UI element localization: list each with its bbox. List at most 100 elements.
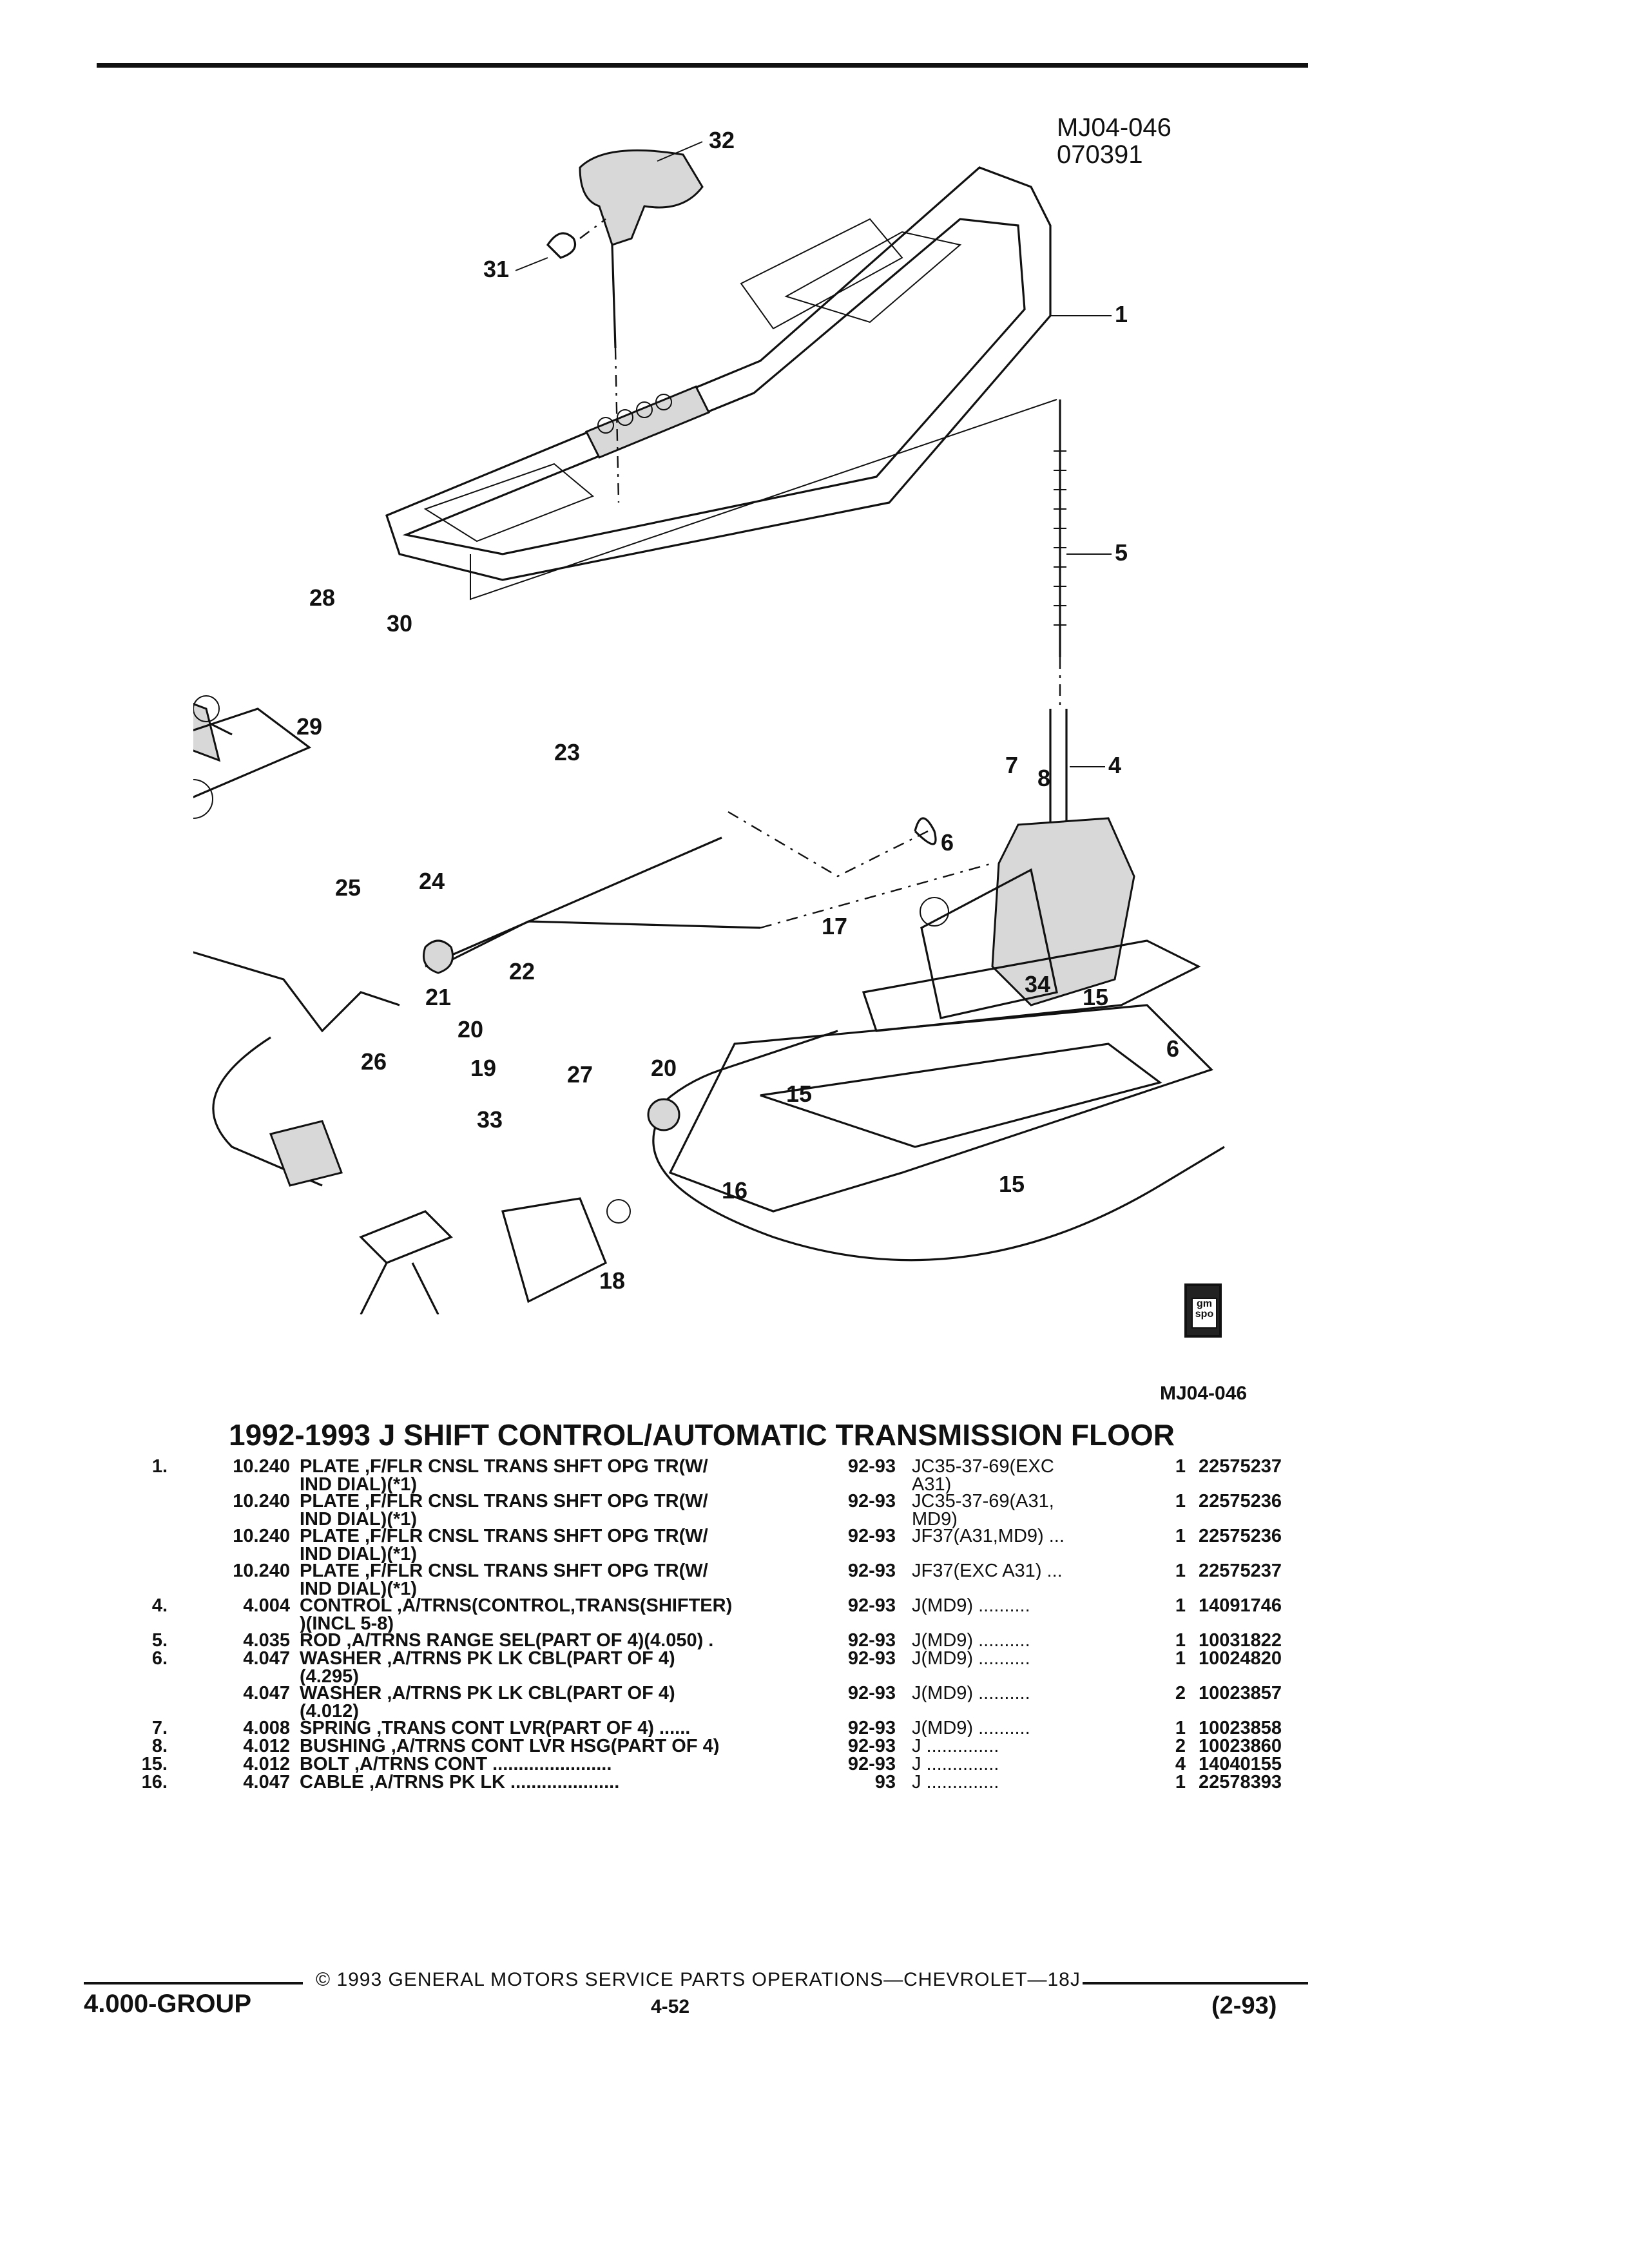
part-models: J .............. <box>912 1773 999 1791</box>
part-number: 10023858 <box>1199 1718 1282 1738</box>
part-group: 4.047 <box>243 1648 290 1669</box>
cable-end-drawing <box>64 669 312 826</box>
part-quantity: 1 <box>1175 1772 1186 1792</box>
part-quantity: 2 <box>1175 1736 1186 1756</box>
callout-6-lower: 6 <box>1166 1035 1179 1062</box>
callout-29: 29 <box>296 713 322 740</box>
part-years: 92-93 <box>847 1491 896 1512</box>
part-group: 4.047 <box>243 1683 290 1704</box>
part-description-continued: IND DIAL)(*1) <box>300 1510 418 1528</box>
part-years: 92-93 <box>847 1736 896 1756</box>
illustration-date: 070391 <box>1057 140 1143 169</box>
part-ref-number: 5. <box>151 1630 168 1651</box>
part-description: PLATE ,F/FLR CNSL TRANS SHFT OPG TR(W/ <box>300 1457 708 1475</box>
callout-15-right: 15 <box>1083 984 1108 1010</box>
callout-20-right: 20 <box>651 1055 677 1081</box>
callout-34: 34 <box>1025 971 1050 997</box>
part-number: 22575236 <box>1199 1491 1282 1512</box>
part-description: WASHER ,A/TRNS PK LK CBL(PART OF 4) <box>300 1684 675 1702</box>
top-rule <box>97 63 1308 68</box>
table-row-continuation: )(INCL 5-8) <box>122 1615 1321 1633</box>
part-description: SPRING ,TRANS CONT LVR(PART OF 4) ...... <box>300 1719 691 1737</box>
part-years: 92-93 <box>847 1595 896 1616</box>
table-row-continuation: (4.295) <box>122 1667 1321 1686</box>
callout-16: 16 <box>722 1177 747 1204</box>
copyright-line: © 1993 GENERAL MOTORS SERVICE PARTS OPER… <box>316 1969 1081 1990</box>
part-years: 92-93 <box>847 1648 896 1669</box>
callout-15-mid: 15 <box>786 1081 812 1107</box>
part-models: JC35-37-69(EXC <box>912 1457 1054 1475</box>
part-models: JF37(EXC A31) ... <box>912 1562 1063 1580</box>
part-number: 10023860 <box>1199 1736 1282 1756</box>
callout-30: 30 <box>387 610 412 637</box>
callout-24: 24 <box>419 868 445 894</box>
part-ref-number: 7. <box>151 1718 168 1738</box>
part-description: PLATE ,F/FLR CNSL TRANS SHFT OPG TR(W/ <box>300 1492 708 1510</box>
diagram-svg: 32 31 1 5 28 30 29 23 7 8 4 6 24 25 17 2… <box>64 127 1225 1315</box>
part-ref-number: 6. <box>151 1648 168 1669</box>
part-quantity: 1 <box>1175 1718 1186 1738</box>
part-description: WASHER ,A/TRNS PK LK CBL(PART OF 4) <box>300 1649 675 1667</box>
footer-revision: (2-93) <box>1211 1992 1277 2019</box>
part-description-continued: )(INCL 5-8) <box>300 1615 394 1633</box>
callout-15-lower: 15 <box>999 1171 1025 1197</box>
callout-26: 26 <box>361 1048 387 1075</box>
callout-18: 18 <box>599 1267 625 1294</box>
part-quantity: 1 <box>1175 1526 1186 1546</box>
part-description: PLATE ,F/FLR CNSL TRANS SHFT OPG TR(W/ <box>300 1562 708 1580</box>
illustration-code: MJ04-046 <box>1057 113 1171 142</box>
callout-25: 25 <box>335 874 361 901</box>
part-years: 92-93 <box>847 1456 896 1477</box>
part-description: CABLE ,A/TRNS PK LK ....................… <box>300 1773 620 1791</box>
part-models-continued: MD9) <box>912 1510 958 1528</box>
part-quantity: 1 <box>1175 1561 1186 1581</box>
table-row: 6. 4.047 WASHER ,A/TRNS PK LK CBL(PART OF … <box>122 1648 1321 1669</box>
part-group: 10.240 <box>233 1526 290 1546</box>
part-group: 4.012 <box>243 1754 290 1774</box>
part-models: J(MD9) .......... <box>912 1597 1030 1615</box>
section-title: 1992-1993 J SHIFT CONTROL/AUTOMATIC TRAN… <box>229 1418 1175 1452</box>
part-models: J .............. <box>912 1755 999 1773</box>
part-number: 22575237 <box>1199 1561 1282 1581</box>
part-models: JF37(A31,MD9) ... <box>912 1527 1065 1545</box>
callout-20-left: 20 <box>458 1016 483 1043</box>
table-row-continuation: IND DIAL)(*1)A31) <box>122 1475 1321 1494</box>
connector-line-b <box>760 862 993 929</box>
part-group: 10.240 <box>233 1456 290 1477</box>
part-models: JC35-37-69(A31, <box>912 1492 1054 1510</box>
part-quantity: 1 <box>1175 1491 1186 1512</box>
part-models: J(MD9) .......... <box>912 1649 1030 1667</box>
callout-8: 8 <box>1037 765 1050 791</box>
part-years: 93 <box>874 1772 896 1792</box>
part-group: 4.008 <box>243 1718 290 1738</box>
callout-19: 19 <box>470 1055 496 1081</box>
part-quantity: 1 <box>1175 1648 1186 1669</box>
part-models-continued: A31) <box>912 1475 952 1494</box>
callout-28: 28 <box>309 584 335 611</box>
part-years: 92-93 <box>847 1718 896 1738</box>
callout-22: 22 <box>509 958 535 985</box>
part-description-continued: (4.012) <box>300 1702 359 1720</box>
callout-7: 7 <box>1005 752 1018 778</box>
part-description-continued: IND DIAL)(*1) <box>300 1545 418 1563</box>
footer-group: 4.000-GROUP <box>84 1990 252 2018</box>
part-description: CONTROL ,A/TRNS(CONTROL,TRANS(SHIFTER) <box>300 1597 733 1615</box>
callout-23: 23 <box>554 739 580 765</box>
callout-6-upper: 6 <box>941 829 954 856</box>
table-row-continuation: IND DIAL)(*1) <box>122 1545 1321 1563</box>
part-models: J(MD9) .......... <box>912 1631 1030 1649</box>
callout-17: 17 <box>822 913 847 939</box>
part-quantity: 1 <box>1175 1456 1186 1477</box>
part-quantity: 1 <box>1175 1630 1186 1651</box>
part-years: 92-93 <box>847 1683 896 1704</box>
part-description-continued: IND DIAL)(*1) <box>300 1580 418 1598</box>
table-row-continuation: (4.012) <box>122 1702 1321 1720</box>
part-description-continued: (4.295) <box>300 1667 359 1686</box>
part-ref-number: 1. <box>151 1456 168 1477</box>
